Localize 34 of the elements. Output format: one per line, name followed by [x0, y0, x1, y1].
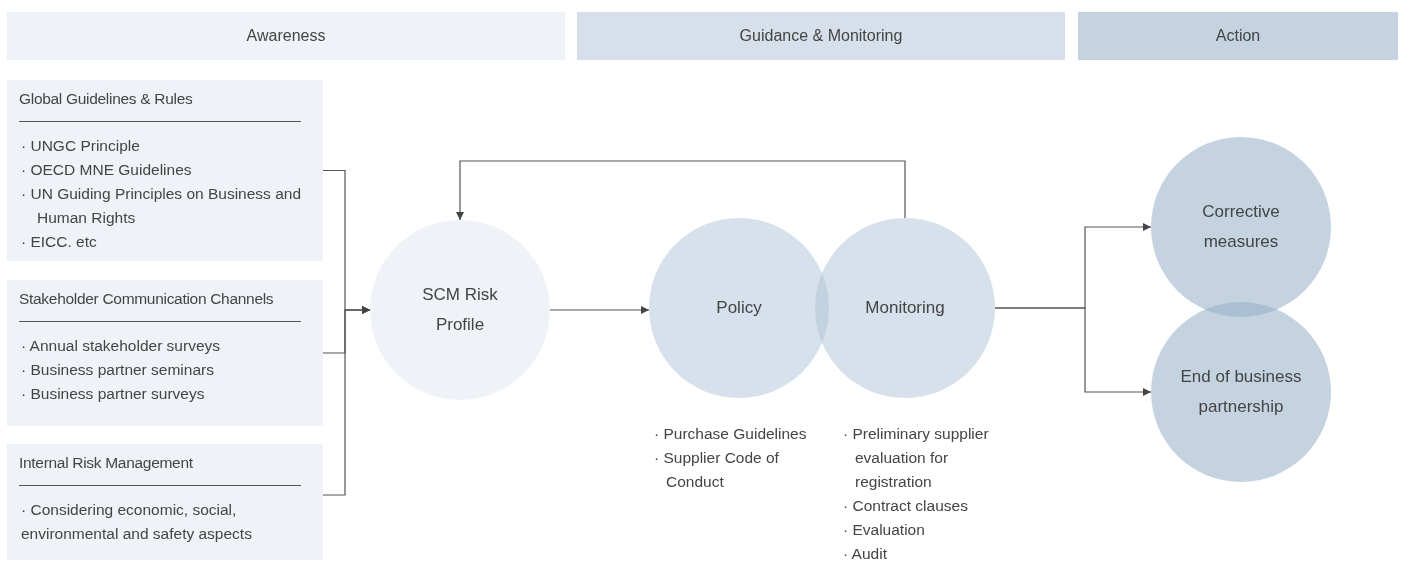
circle-label: SCM Risk Profile: [421, 284, 499, 336]
info-panel: [7, 280, 323, 426]
bullet-item: · Audit: [843, 544, 888, 562]
circle-label: End of business partnership: [1179, 366, 1303, 418]
bullet-item: · Preliminary supplier evaluation for registration: [843, 424, 990, 492]
bullet-item: · Supplier Code of Conduct: [654, 448, 780, 492]
bullet-item: · Annual stakeholder surveys: [20, 336, 222, 356]
panel-heading: Global Guidelines & Rules: [19, 90, 194, 108]
circle-label: Policy: [716, 297, 762, 319]
connector-arrow: [322, 306, 371, 496]
bullet-item: · Considering economic, social, environmental and safety aspects: [20, 500, 253, 544]
column-title: Awareness: [246, 27, 326, 45]
circle-label: Corrective measures: [1201, 201, 1281, 253]
panel-heading: Stakeholder Communication Channels: [19, 290, 275, 308]
bullet-item: · Purchase Guidelines: [654, 424, 808, 444]
bullet-item: · Evaluation: [843, 520, 926, 540]
column-header: [577, 12, 1065, 60]
connector-arrow: [456, 160, 906, 221]
bullet-item: · UNGC Principle: [20, 136, 141, 156]
column-header: [1078, 12, 1398, 60]
circle-label: Monitoring: [865, 297, 945, 319]
panel-heading: Internal Risk Management: [19, 454, 194, 472]
bullet-item: · OECD MNE Guidelines: [20, 160, 193, 180]
bullet-item: · Business partner surveys: [20, 384, 206, 404]
bullet-item: · Business partner seminars: [20, 360, 215, 380]
column-title: Guidance & Monitoring: [739, 27, 903, 45]
column-title: Action: [1215, 27, 1261, 45]
info-panel: [7, 444, 323, 560]
bullet-item: · EICC. etc: [20, 232, 98, 252]
bullet-item: · UN Guiding Principles on Business and Human Rights: [20, 184, 302, 228]
connector-arrow: [994, 307, 1152, 396]
info-panel: [7, 80, 323, 261]
connector-arrow: [549, 306, 650, 314]
bullet-item: · Contract clauses: [843, 496, 969, 516]
